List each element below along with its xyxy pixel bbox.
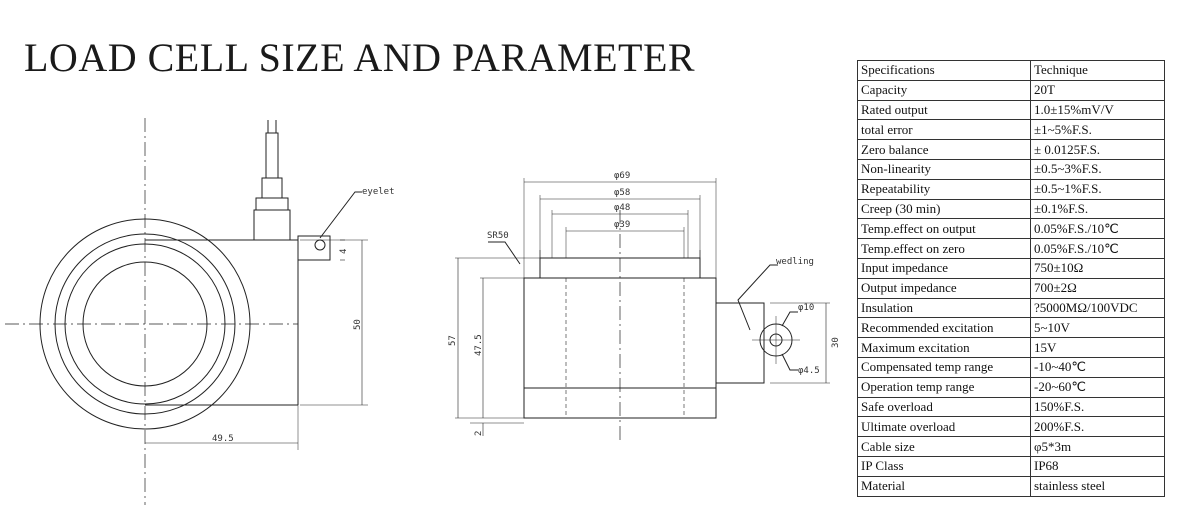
table-row: Compensated temp range-10~40℃ <box>857 356 1165 378</box>
table-row: Creep (30 min)±0.1%F.S. <box>857 198 1165 220</box>
table-row: Non-linearity±0.5~3%F.S. <box>857 158 1165 180</box>
spec-name-cell: Ultimate overload <box>857 416 1031 438</box>
spec-value-cell: 15V <box>1030 337 1165 358</box>
spec-name-cell: Operation temp range <box>857 376 1031 398</box>
spec-value-cell: Technique <box>1030 60 1165 81</box>
spec-name-cell: Compensated temp range <box>857 356 1031 378</box>
dim-phi58: φ58 <box>614 188 630 198</box>
spec-value-cell: -10~40℃ <box>1030 356 1165 378</box>
dim-2: 2 <box>474 431 484 436</box>
spec-name-cell: Capacity <box>857 79 1031 101</box>
spec-value-cell: -20~60℃ <box>1030 376 1165 398</box>
top-view <box>5 118 368 505</box>
table-row: Repeatability±0.5~1%F.S. <box>857 178 1165 200</box>
spec-name-cell: Creep (30 min) <box>857 198 1031 220</box>
spec-value-cell: 20T <box>1030 79 1165 101</box>
dim-phi69: φ69 <box>614 171 630 181</box>
spec-name-cell: Output impedance <box>857 277 1031 299</box>
spec-name-cell: Material <box>857 475 1031 497</box>
spec-name-cell: Insulation <box>857 297 1031 319</box>
spec-value-cell: 200%F.S. <box>1030 416 1165 438</box>
spec-value-cell: ?5000MΩ/100VDC <box>1030 297 1165 319</box>
spec-value-cell: stainless steel <box>1030 475 1165 497</box>
spec-value-cell: ± 0.0125F.S. <box>1030 139 1165 160</box>
dim-30: 30 <box>831 337 841 348</box>
spec-value-cell: ±1~5%F.S. <box>1030 119 1165 141</box>
table-row: Insulation?5000MΩ/100VDC <box>857 297 1165 319</box>
spec-value-cell: 150%F.S. <box>1030 396 1165 418</box>
spec-name-cell: Recommended excitation <box>857 317 1031 339</box>
table-row: total error±1~5%F.S. <box>857 119 1165 141</box>
label-wedling: wedling <box>776 257 814 267</box>
dim-50: 50 <box>353 319 363 330</box>
table-row: Zero balance± 0.0125F.S. <box>857 139 1165 160</box>
spec-name-cell: Temp.effect on zero <box>857 238 1031 259</box>
spec-name-cell: Safe overload <box>857 396 1031 418</box>
spec-name-cell: Rated output <box>857 99 1031 121</box>
dim-phi48: φ48 <box>614 203 630 213</box>
spec-value-cell: ±0.1%F.S. <box>1030 198 1165 220</box>
dim-phi10: φ10 <box>798 303 814 313</box>
dim-4: 4 <box>339 249 349 254</box>
spec-value-cell: 700±2Ω <box>1030 277 1165 299</box>
page-title: LOAD CELL SIZE AND PARAMETER <box>24 35 696 80</box>
spec-value-cell: ±0.5~1%F.S. <box>1030 178 1165 200</box>
spec-name-cell: Cable size <box>857 436 1031 457</box>
spec-value-cell: 1.0±15%mV/V <box>1030 99 1165 121</box>
spec-name-cell: Repeatability <box>857 178 1031 200</box>
spec-name-cell: Non-linearity <box>857 158 1031 180</box>
dim-57: 57 <box>448 335 458 346</box>
spec-value-cell: 0.05%F.S./10℃ <box>1030 218 1165 240</box>
spec-name-cell: Zero balance <box>857 139 1031 160</box>
spec-name-cell: Maximum excitation <box>857 337 1031 358</box>
spec-value-cell: 750±10Ω <box>1030 257 1165 279</box>
label-sr50: SR50 <box>487 231 509 241</box>
dim-phi4-5: φ4.5 <box>798 366 820 376</box>
spec-name-cell: Input impedance <box>857 257 1031 279</box>
dim-49-5: 49.5 <box>212 434 234 444</box>
spec-value-cell: 5~10V <box>1030 317 1165 339</box>
spec-name-cell: Specifications <box>857 60 1031 81</box>
spec-value-cell: 0.05%F.S./10℃ <box>1030 238 1165 259</box>
spec-name-cell: IP Class <box>857 455 1031 477</box>
technical-drawing: eyelet 4 50 49.5 φ69 φ58 φ48 φ39 SR50 57… <box>5 118 841 505</box>
spec-value-cell: φ5*3m <box>1030 436 1165 457</box>
dim-phi39: φ39 <box>614 220 630 230</box>
dim-47-5: 47.5 <box>474 334 484 356</box>
spec-name-cell: Temp.effect on output <box>857 218 1031 240</box>
spec-value-cell: IP68 <box>1030 455 1165 477</box>
side-view <box>455 178 830 440</box>
spec-value-cell: ±0.5~3%F.S. <box>1030 158 1165 180</box>
spec-name-cell: total error <box>857 119 1031 141</box>
table-row: Operation temp range-20~60℃ <box>857 376 1165 398</box>
label-eyelet: eyelet <box>362 187 395 197</box>
